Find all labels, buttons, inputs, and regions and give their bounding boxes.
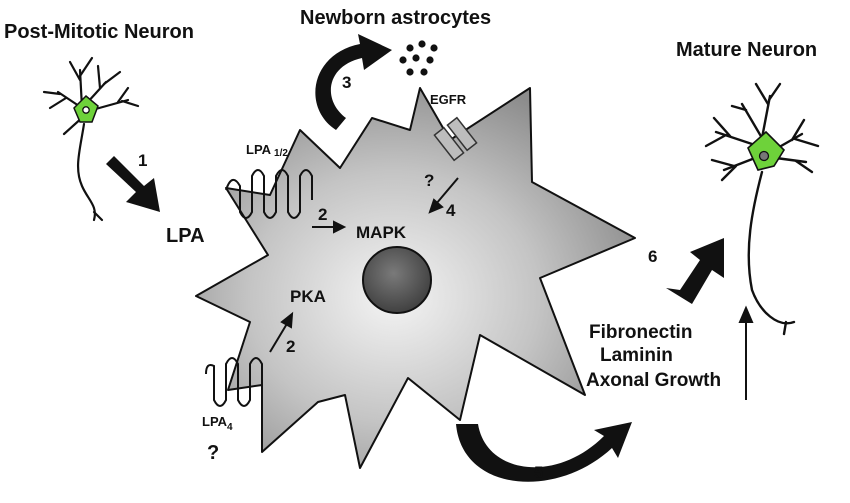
lpa12-main: LPA (246, 142, 272, 157)
step6-arrow (666, 238, 724, 304)
step-1-number: 1 (138, 151, 147, 170)
pka-label: PKA (290, 287, 326, 306)
lpa-label: LPA (166, 225, 205, 247)
step4-arrow (428, 177, 459, 214)
lpa4-receptor (205, 357, 263, 407)
question-mark-bottom: ? (207, 442, 219, 464)
step2-arrows (269, 220, 347, 353)
newborn-astrocyte-dots (399, 40, 438, 76)
mature-neuron-soma (747, 130, 786, 171)
step5-arrow (456, 422, 632, 482)
post-mitotic-neuron (42, 56, 140, 222)
step1-arrow (106, 156, 160, 212)
egfr-receptor (433, 116, 478, 162)
mature-neuron-label: Mature Neuron (676, 39, 817, 61)
step-2b-number: 2 (286, 337, 295, 356)
mapk-label: MAPK (356, 223, 407, 242)
lpa4-sub: 4 (227, 422, 233, 433)
step-2a-number: 2 (318, 205, 327, 224)
lpa4-main: LPA (202, 414, 228, 429)
post-mitotic-nucleus (82, 106, 90, 114)
step-4-number: 4 (446, 201, 456, 220)
axonal-growth-label: Axonal Growth (586, 370, 721, 391)
lpa4-label: LPA4 (202, 414, 233, 433)
post-mitotic-neuron-label: Post-Mitotic Neuron (4, 21, 194, 43)
step-5-number: 5 (534, 463, 543, 482)
lpa12-receptor (225, 169, 313, 219)
newborn-astrocytes-label: Newborn astrocytes (300, 7, 491, 29)
nucleus (362, 246, 432, 314)
mature-neuron (704, 82, 820, 336)
step3-arrow (315, 34, 392, 130)
axonal-growth-arrow (738, 305, 754, 400)
fibronectin-label: Fibronectin (589, 322, 692, 343)
step-6-number: 6 (648, 247, 657, 266)
question-mark-top: ? (424, 171, 434, 190)
egfr-label: EGFR (430, 92, 467, 107)
laminin-label: Laminin (600, 345, 673, 366)
lpa12-sub: 1/2 (274, 148, 288, 159)
mature-neuron-nucleus (758, 150, 770, 162)
step-3-number: 3 (342, 73, 351, 92)
